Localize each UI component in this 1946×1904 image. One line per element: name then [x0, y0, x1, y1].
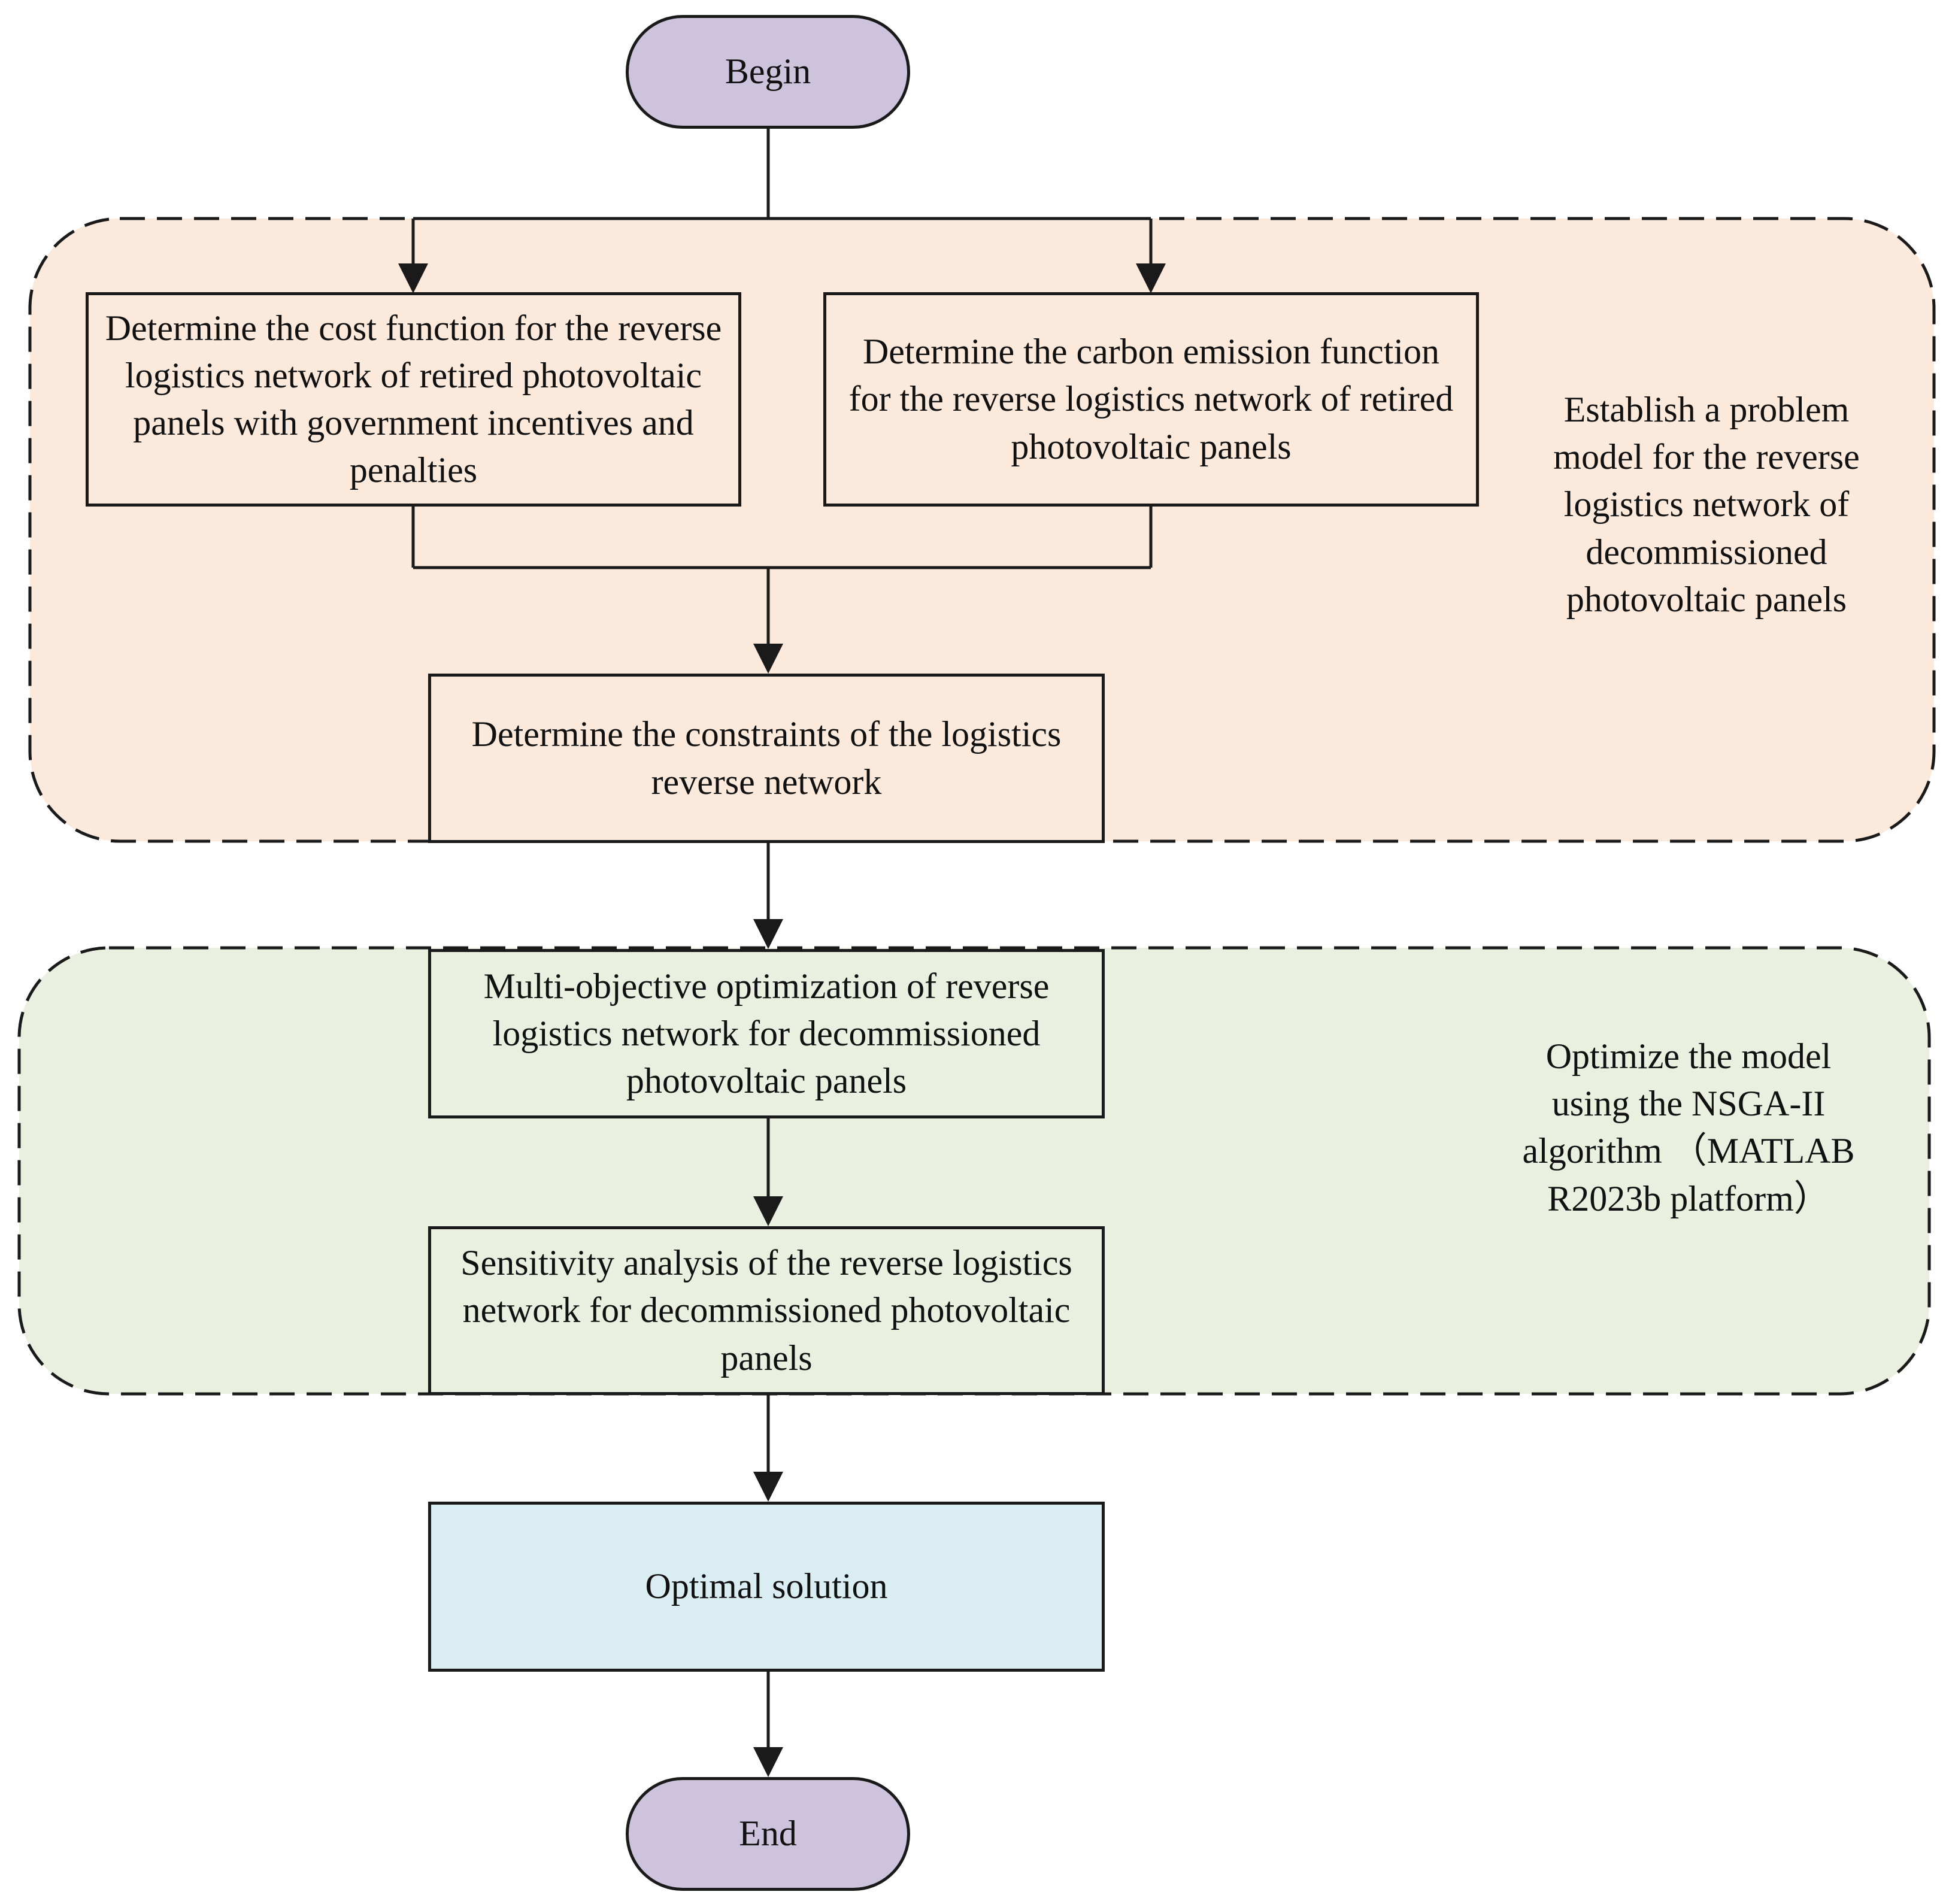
arrowhead-optimal	[753, 1472, 783, 1502]
constraints-box: Determine the constraints of the logisti…	[428, 674, 1105, 843]
constraints-label: Determine the constraints of the logisti…	[471, 714, 1062, 802]
optimal-solution-box: Optimal solution	[428, 1502, 1105, 1672]
end-label: End	[739, 1814, 797, 1854]
optimize-region-label: Optimize the model using the NSGA-II alg…	[1522, 1036, 1855, 1218]
begin-label: Begin	[725, 51, 811, 92]
multi-objective-label: Multi-objective optimization of reverse …	[483, 966, 1050, 1101]
begin-terminal: Begin	[626, 15, 910, 129]
arrowhead-carbon	[1136, 263, 1166, 293]
cost-function-box: Determine the cost function for the reve…	[86, 292, 741, 507]
carbon-function-label: Determine the carbon emission function f…	[848, 332, 1454, 466]
sensitivity-box: Sensitivity analysis of the reverse logi…	[428, 1226, 1105, 1395]
multi-objective-box: Multi-objective optimization of reverse …	[428, 949, 1105, 1118]
arrowhead-cost	[398, 263, 428, 293]
arrowhead-sensitivity	[753, 1196, 783, 1226]
cost-function-label: Determine the cost function for the reve…	[105, 308, 722, 490]
optimal-solution-label: Optimal solution	[645, 1566, 888, 1606]
arrowhead-constraints	[753, 644, 783, 674]
arrowhead-end	[753, 1747, 783, 1777]
problem-model-region-label: Establish a problem model for the revers…	[1553, 390, 1860, 619]
end-terminal: End	[626, 1777, 910, 1891]
arrowhead-multi	[753, 919, 783, 949]
carbon-function-box: Determine the carbon emission function f…	[823, 292, 1479, 507]
sensitivity-label: Sensitivity analysis of the reverse logi…	[460, 1243, 1072, 1378]
